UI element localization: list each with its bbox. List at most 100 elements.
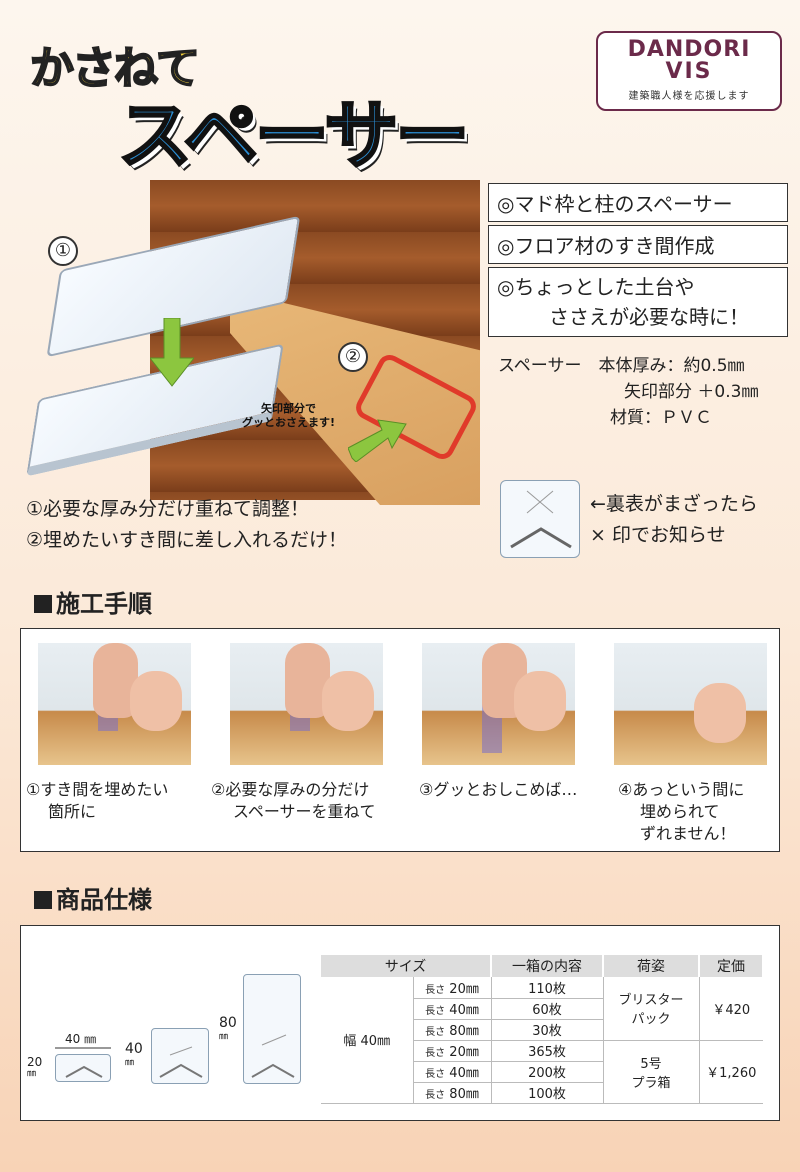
x-mark-icon [510, 490, 572, 549]
step-photo-2 [230, 643, 383, 765]
spec-label: スペーサー [498, 356, 582, 376]
step-1-line-1: ①すき間を埋めたい [26, 780, 169, 799]
step-photo-1 [38, 643, 191, 765]
step-1-line-2: 箇所に [48, 802, 97, 821]
feature-3-line-2: ささえが必要な時に！ [549, 305, 749, 329]
dim-arrow-icon [55, 1047, 111, 1049]
feature-3: ◎ちょっとした土台や ささえが必要な時に！ [488, 267, 788, 337]
steps-heading: 施工手順 [34, 584, 152, 619]
length-cell: 長さ 40㎜ [412, 1061, 492, 1083]
dim-40-value: 40 [125, 1041, 143, 1057]
package-2-line-1: 5号 [640, 1056, 662, 1072]
step-caption-2: ②必要な厚みの分だけ スペーサーを重ねて [211, 779, 376, 823]
logo-text-1: DANDORI [627, 37, 751, 62]
steps-panel: ①すき間を埋めたい 箇所に ②必要な厚みの分だけ スペーサーを重ねて ③グッとお… [20, 628, 780, 852]
qty-cell: 200枚 [490, 1061, 604, 1083]
step-4-line-3: ずれません！ [640, 824, 736, 843]
price-cell-2: ￥1,260 [699, 1040, 763, 1104]
feature-list: ◎マド枠と柱のスペーサー ◎フロア材のすき間作成 ◎ちょっとした土台や ささえが… [488, 183, 788, 340]
mark-note-line-2: × 印でお知らせ [590, 524, 726, 546]
callout-line-1: 矢印部分で [261, 402, 317, 415]
logo-tagline: 建築職人様を応援します [628, 91, 750, 102]
dim-80-unit: ㎜ [219, 1032, 229, 1042]
mark-note-line-1: ←裏表がまざったら [590, 493, 758, 515]
logo-text-2: VIS [665, 59, 713, 84]
spec-thickness: 本体厚み：約0.5㎜ [598, 356, 745, 376]
spec-summary: スペーサー 本体厚み：約0.5㎜ 矢印部分 ＋0.3㎜ 材質：ＰＶＣ [498, 353, 758, 431]
header-contents: 一箱の内容 [491, 955, 604, 977]
callout-line-2: グッとおさえます! [242, 416, 336, 429]
package-2-line-2: プラ箱 [631, 1075, 671, 1091]
length-value: 80㎜ [449, 1024, 479, 1039]
chevron-icon [251, 1034, 295, 1078]
steps-heading-text: 施工手順 [56, 590, 152, 618]
dim-width-label: 40 ㎜ [65, 1032, 97, 1046]
length-value: 20㎜ [449, 981, 479, 997]
width-cell: 幅 40㎜ [321, 977, 413, 1104]
length-cell: 長さ 20㎜ [412, 977, 492, 999]
feature-2: ◎フロア材のすき間作成 [488, 225, 788, 264]
length-prefix: 長さ [425, 984, 446, 996]
dim-80-value: 80 [219, 1015, 237, 1031]
length-prefix: 長さ [425, 1006, 446, 1017]
step-caption-1: ①すき間を埋めたい 箇所に [26, 779, 168, 823]
step-4-line-1: ④あっという間に [618, 780, 745, 799]
step-2-line-2: スペーサーを重ねて [233, 802, 376, 821]
usage-2: ②埋めたいすき間に差し入れるだけ！ [26, 529, 348, 551]
qty-cell: 100枚 [490, 1082, 604, 1104]
product-heading-text: 商品仕様 [56, 886, 152, 914]
step-number-1: ① [48, 236, 78, 266]
spec-table: サイズ 一箱の内容 荷姿 定価 幅 40㎜ 長さ 20㎜ 110枚 ブリスターパ… [321, 955, 764, 1104]
page-title: スペーサー [116, 92, 470, 181]
callout-text: 矢印部分で グッとおさえます! [242, 402, 335, 430]
x-mark-card [500, 480, 580, 558]
length-cell: 長さ 80㎜ [412, 1019, 492, 1041]
chevron-icon [65, 1065, 103, 1078]
dim-20-unit: ㎜ [27, 1069, 37, 1079]
package-1-line-2: パック [631, 1012, 671, 1028]
package-cell-2: 5号プラ箱 [602, 1040, 700, 1104]
feature-1: ◎マド枠と柱のスペーサー [488, 183, 788, 222]
qty-cell: 30枚 [490, 1019, 604, 1041]
length-value: 20㎜ [449, 1045, 479, 1060]
product-heading: 商品仕様 [34, 880, 152, 915]
length-cell: 長さ 20㎜ [412, 1040, 492, 1062]
square-bullet-icon [34, 595, 52, 613]
length-prefix: 長さ [425, 1048, 446, 1059]
usage-notes: ①必要な厚み分だけ重ねて調整！ ②埋めたいすき間に差し入れるだけ！ [26, 494, 347, 556]
package-cell-1: ブリスターパック [602, 977, 700, 1041]
insert-arrow-icon [348, 419, 407, 462]
mark-note: ←裏表がまざったら × 印でお知らせ [590, 489, 758, 551]
qty-cell: 60枚 [490, 998, 604, 1020]
down-arrow-icon [150, 318, 194, 387]
length-prefix: 長さ [425, 1090, 446, 1101]
step-3-line-1: ③グッとおしこめば… [419, 780, 578, 799]
step-number-2: ② [338, 342, 368, 372]
dim-20-value: 20 [27, 1055, 43, 1069]
header-size: サイズ [321, 955, 492, 977]
step-photo-4 [614, 643, 767, 765]
feature-3-line-1: ◎ちょっとした土台や [497, 275, 695, 299]
spacer-40mm [151, 1028, 209, 1084]
length-cell: 長さ 40㎜ [412, 998, 492, 1020]
package-1-line-1: ブリスター [618, 993, 684, 1009]
spacer-20mm [55, 1054, 111, 1082]
brand-logo: DANDORI VIS 建築職人様を応援します [596, 31, 782, 111]
length-value: 40㎜ [449, 1066, 479, 1081]
length-prefix: 長さ [425, 1027, 446, 1038]
step-caption-3: ③グッとおしこめば… [419, 779, 577, 801]
step-photo-3 [422, 643, 575, 765]
dim-40-unit: ㎜ [125, 1058, 135, 1068]
spec-material: 材質：ＰＶＣ [610, 408, 712, 428]
header-package: 荷姿 [603, 955, 700, 977]
length-cell: 長さ 80㎜ [412, 1082, 492, 1104]
square-bullet-icon [34, 891, 52, 909]
chevron-icon [159, 1046, 203, 1078]
length-prefix: 長さ [425, 1069, 446, 1080]
step-2-line-1: ②必要な厚みの分だけ [211, 780, 370, 799]
length-value: 40㎜ [449, 1003, 479, 1018]
